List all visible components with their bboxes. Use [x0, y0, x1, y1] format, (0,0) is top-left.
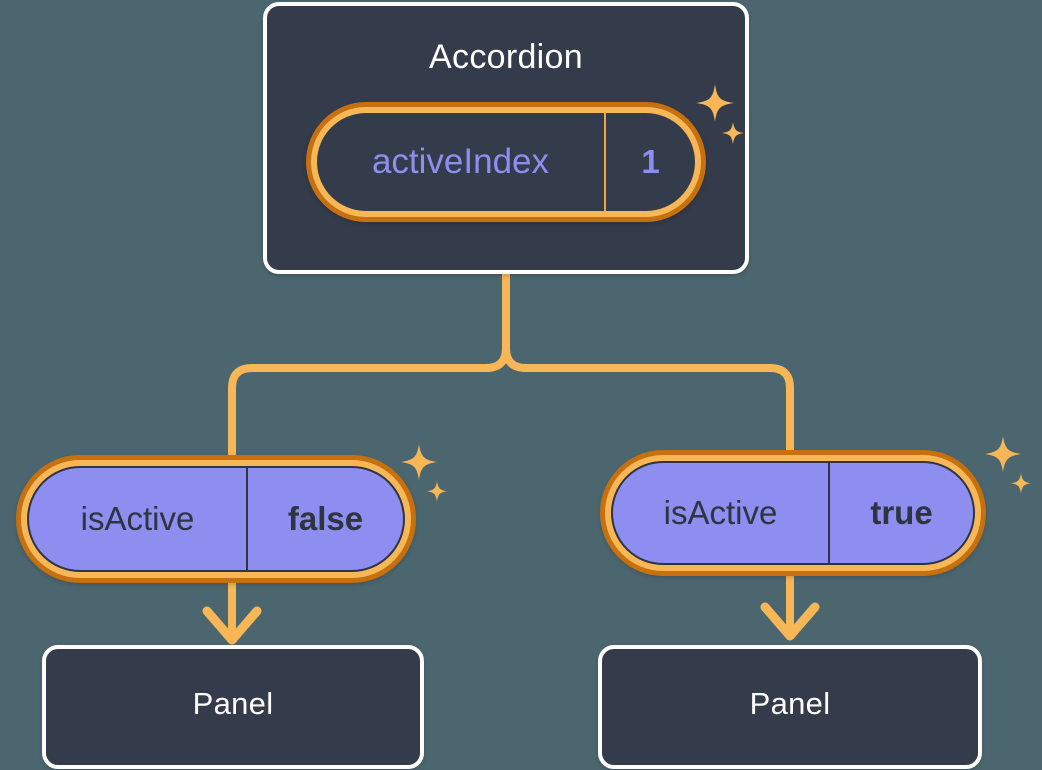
sparkle-large-icon [401, 444, 437, 480]
state-value-isactive-right: true [870, 494, 933, 531]
state-pill-isactive-true[interactable]: isActive true [600, 450, 986, 576]
arrow-right [760, 576, 820, 641]
pill-body: activeIndex 1 [317, 113, 695, 211]
pill-ring-inner: activeIndex 1 [311, 107, 701, 217]
sparkle-large-icon [985, 436, 1021, 472]
panel-title-right: Panel [749, 686, 831, 721]
state-value-isactive-left: false [287, 500, 364, 537]
connector-fork-right [502, 344, 794, 454]
state-key-isactive-left: isActive [29, 468, 248, 570]
pill-body: isActive false [27, 466, 405, 572]
state-key-isactive-right: isActive [613, 463, 830, 563]
connector-fork [228, 270, 510, 459]
sparkle-small-icon [1011, 473, 1031, 494]
pill-ring-inner: isActive false [21, 460, 411, 578]
state-pill-isactive-false[interactable]: isActive false [16, 455, 416, 583]
accordion-title: Accordion [429, 38, 583, 76]
panel-card-right[interactable]: Panel [598, 645, 982, 769]
state-value-activeindex: 1 [641, 143, 660, 180]
state-key-activeindex: activeIndex [317, 113, 606, 211]
sparkle-small-icon [427, 481, 447, 502]
panel-title-left: Panel [192, 686, 274, 721]
pill-ring-inner: isActive true [605, 455, 981, 571]
state-pill-activeindex[interactable]: activeIndex 1 [306, 102, 706, 222]
pill-body: isActive true [611, 461, 975, 565]
sparkle-icon-right [980, 434, 1038, 502]
arrow-left [202, 583, 262, 645]
panel-card-left[interactable]: Panel [42, 645, 424, 769]
